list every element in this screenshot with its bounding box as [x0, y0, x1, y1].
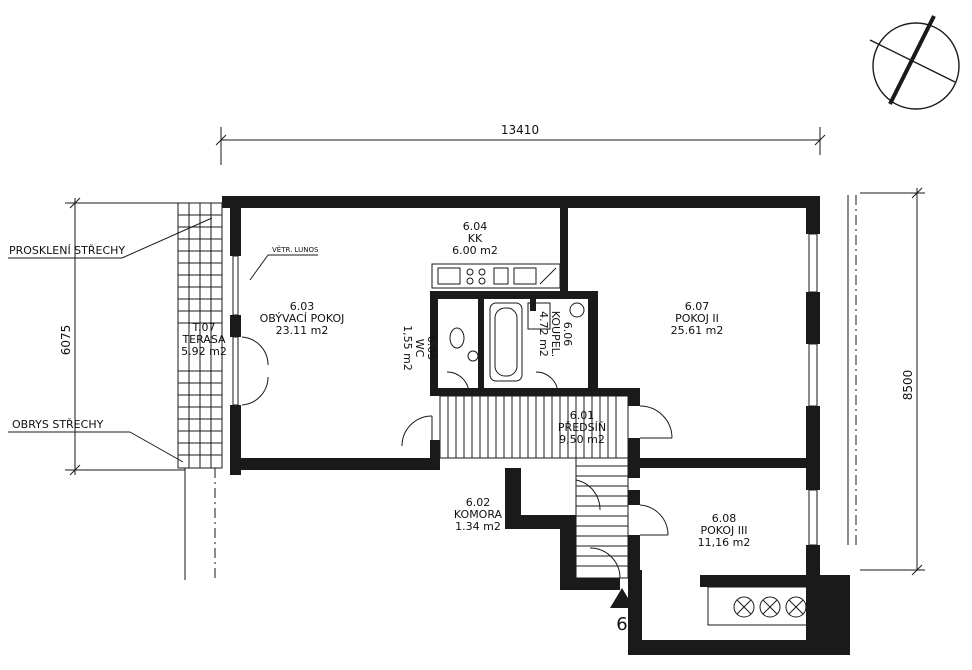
svg-text:11,16 m2: 11,16 m2	[698, 536, 751, 549]
dimension-depth-left-label: 6075	[59, 325, 73, 356]
callout-roof-glazing: PROSKLENÍ STŘECHY	[8, 217, 213, 259]
dimension-depth-left: 6075	[59, 197, 185, 476]
svg-text:6.01: 6.01	[570, 409, 595, 422]
svg-text:KOUPEL.: KOUPEL.	[549, 311, 562, 358]
terrace-area	[177, 202, 223, 580]
svg-text:23.11 m2: 23.11 m2	[276, 324, 329, 337]
svg-text:6.03: 6.03	[290, 300, 315, 313]
dimension-width-label: 13410	[501, 123, 539, 137]
dimension-width: 13410	[215, 123, 826, 165]
room-label-hall: 6.01 PŘEDSÍŇ 9,50 m2	[558, 409, 606, 446]
svg-text:1.34 m2: 1.34 m2	[455, 520, 501, 533]
stove-burners-icon	[707, 586, 827, 626]
svg-text:6.06: 6.06	[561, 322, 574, 347]
bathroom-fixtures	[449, 302, 585, 382]
room-label-room3: 6.08 POKOJ III 11,16 m2	[698, 512, 751, 549]
room-label-room2: 6.07 POKOJ II 25.61 m2	[671, 300, 724, 337]
entrance-label: 6	[616, 614, 627, 635]
callout-roof-outline: OBRYS STŘECHY	[8, 418, 184, 463]
room-label-living: 6.03 OBÝVACÍ POKOJ 23.11 m2	[260, 300, 345, 337]
svg-text:POKOJ III: POKOJ III	[700, 524, 747, 537]
svg-text:6.00 m2: 6.00 m2	[452, 244, 498, 257]
svg-text:6.05: 6.05	[425, 336, 438, 361]
svg-text:KOMORA: KOMORA	[454, 508, 503, 521]
svg-text:WC: WC	[413, 339, 426, 358]
svg-text:KK: KK	[468, 232, 483, 245]
room-label-bath: 6.06 KOUPEL. 4.72 m2	[537, 311, 574, 358]
svg-text:6.02: 6.02	[466, 496, 491, 509]
north-arrow-icon	[869, 15, 960, 110]
room-label-storage: 6.02 KOMORA 1.34 m2	[454, 496, 503, 533]
roof-outline-label: OBRYS STŘECHY	[12, 418, 104, 431]
callout-vent: VĚTR. LUNOS	[249, 245, 319, 281]
svg-text:6.07: 6.07	[685, 300, 710, 313]
room-label-terrace: T.07 TERASA 5.92 m2	[181, 321, 227, 358]
hall-flooring	[439, 395, 629, 579]
svg-text:4.72 m2: 4.72 m2	[537, 311, 550, 357]
doors	[241, 336, 673, 579]
vent-label: VĚTR. LUNOS	[272, 245, 319, 254]
svg-text:POKOJ II: POKOJ II	[675, 312, 719, 325]
kitchen-counter	[431, 263, 561, 289]
svg-text:6.08: 6.08	[712, 512, 737, 525]
roof-glazing-label: PROSKLENÍ STŘECHY	[9, 244, 125, 257]
svg-text:TERASA: TERASA	[181, 333, 226, 346]
svg-text:T.07: T.07	[192, 321, 216, 334]
svg-text:6.04: 6.04	[463, 220, 488, 233]
room-label-wc: 6.05 WC 1,55 m2	[401, 325, 438, 371]
dimension-depth-right: 8500	[847, 187, 925, 576]
svg-text:PŘEDSÍŇ: PŘEDSÍŇ	[558, 421, 606, 434]
entrance-marker: 6	[610, 588, 634, 635]
interior-walls	[430, 208, 812, 577]
exterior-walls	[222, 196, 850, 655]
svg-text:9,50 m2: 9,50 m2	[559, 433, 605, 446]
windows	[232, 233, 818, 546]
svg-text:OBÝVACÍ POKOJ: OBÝVACÍ POKOJ	[260, 312, 345, 325]
svg-text:5.92 m2: 5.92 m2	[181, 345, 227, 358]
svg-text:25.61 m2: 25.61 m2	[671, 324, 724, 337]
room-label-kk: 6.04 KK 6.00 m2	[452, 220, 498, 257]
dimension-depth-right-label: 8500	[901, 370, 915, 401]
svg-text:1,55 m2: 1,55 m2	[401, 325, 414, 371]
